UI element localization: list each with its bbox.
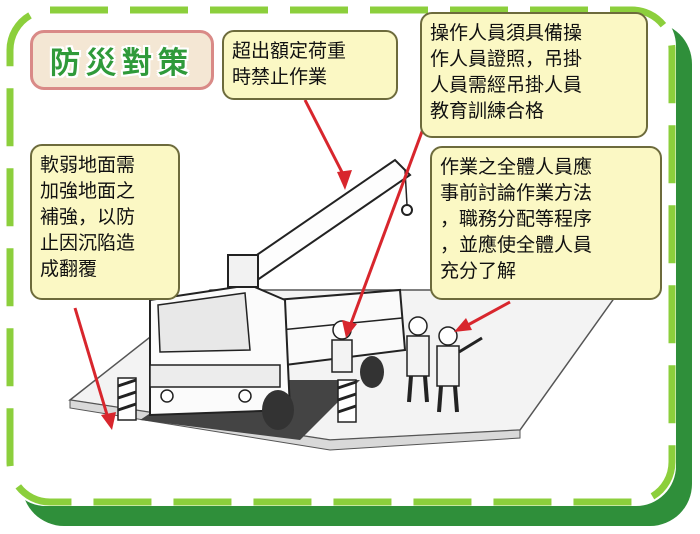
note-rated-load-line: 超出額定荷重 — [232, 40, 347, 62]
note-soft-ground-line: 加強地面之 — [40, 180, 136, 202]
outrigger-pad-left — [117, 377, 137, 421]
crane-turret — [227, 254, 259, 288]
truck-grille — [149, 364, 281, 388]
note-operator-license-line: 教育訓練合格 — [430, 100, 545, 122]
worker-signaler-1 — [406, 316, 430, 403]
arrow-pre-briefing — [454, 300, 511, 332]
note-soft-ground-line: 成翻覆 — [40, 258, 98, 280]
arrow-rated-load — [303, 99, 352, 190]
note-operator-license-line: 人員需經吊掛人員 — [430, 74, 583, 96]
crane-hook — [401, 204, 413, 216]
arrow-operator-license — [342, 109, 432, 338]
front-wheel — [262, 390, 294, 430]
dashed-border — [6, 6, 676, 506]
note-pre-briefing-line: 充分了解 — [440, 260, 517, 282]
note-rated-load: 超出額定荷重 時禁止作業 — [222, 30, 398, 100]
note-soft-ground-line: 止因沉陷造 — [40, 232, 136, 254]
arrow-soft-ground — [73, 307, 116, 430]
note-rated-load-line: 時禁止作業 — [232, 66, 328, 88]
windshield — [157, 292, 251, 353]
note-soft-ground-line: 軟弱地面需 — [40, 154, 136, 176]
note-soft-ground-line: 補強，以防 — [40, 206, 136, 228]
note-pre-briefing-line: 作業之全體人員應 — [440, 156, 593, 178]
outrigger-pad-right — [337, 379, 357, 423]
note-operator-license: 操作人員須具備操 作人員證照，吊掛 人員需經吊掛人員 教育訓練合格 — [420, 12, 648, 138]
note-pre-briefing-line: ，並應使全體人員 — [440, 234, 593, 256]
note-operator-license-line: 作人員證照，吊掛 — [430, 48, 583, 70]
page-title: 防災對策 — [50, 46, 194, 81]
ground-slab-edge — [69, 399, 521, 451]
title-badge: 防災對策 — [30, 30, 214, 90]
crane-boom — [233, 158, 412, 287]
note-pre-briefing-line: ，職務分配等程序 — [440, 208, 593, 230]
note-soft-ground: 軟弱地面需 加強地面之 補強，以防 止因沉陷造 成翻覆 — [30, 144, 180, 300]
headlight-left — [160, 389, 174, 403]
rear-wheel — [360, 356, 384, 388]
worker-signaler-2 — [436, 326, 483, 413]
note-pre-briefing-line: 事前討論作業方法 — [440, 182, 593, 204]
headlight-right — [238, 389, 252, 403]
note-pre-briefing: 作業之全體人員應 事前討論作業方法 ，職務分配等程序 ，並應使全體人員 充分了解 — [430, 146, 662, 300]
note-operator-license-line: 操作人員須具備操 — [430, 22, 583, 44]
